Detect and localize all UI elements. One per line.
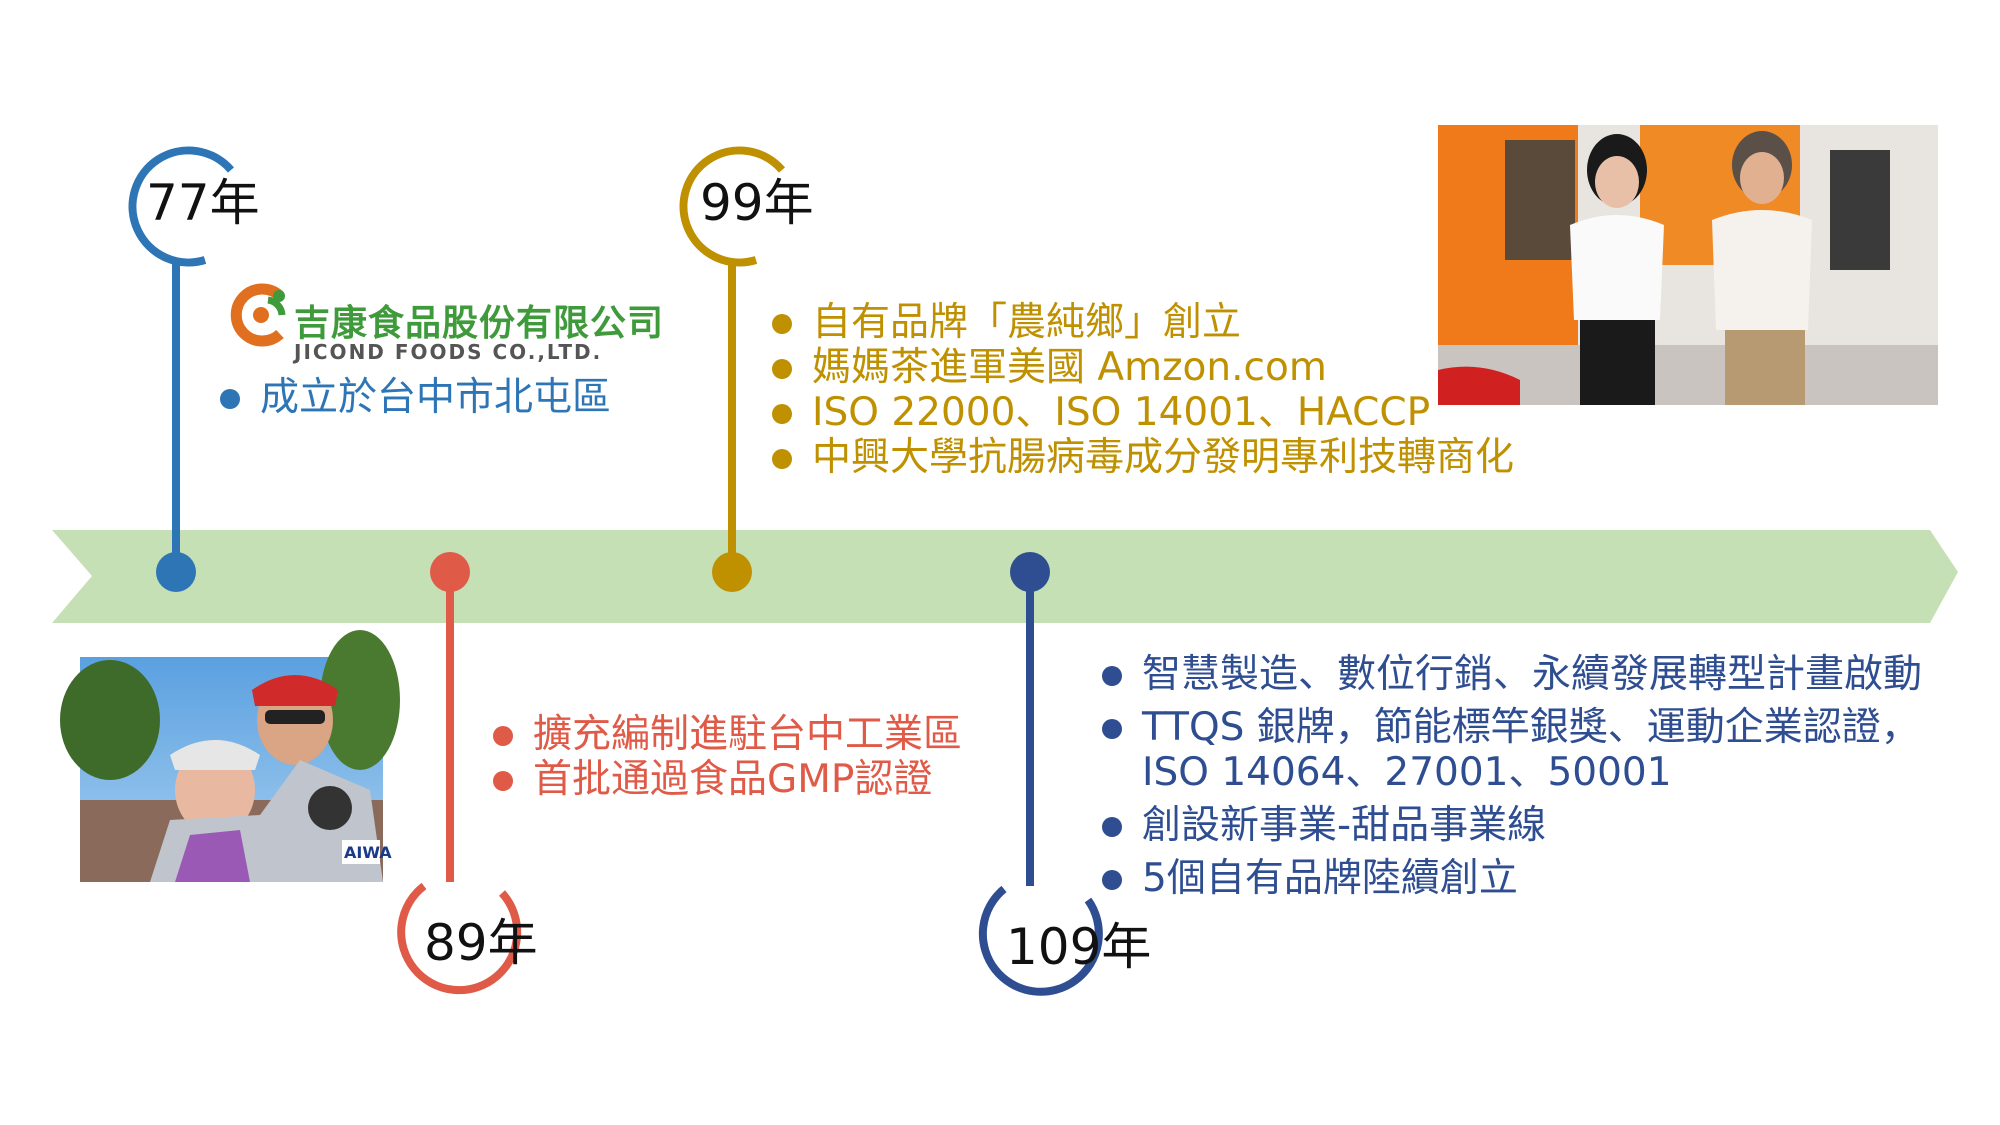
marathon-photo: AIWA — [60, 630, 400, 882]
list-item: 創設新事業-甜品事業線 — [1102, 803, 1922, 848]
list-item: 擴充編制進駐台中工業區 — [493, 712, 962, 757]
year-77-ring — [128, 146, 235, 267]
jicond-logo-icon — [230, 283, 286, 347]
year-89-list: 擴充編制進駐台中工業區 首批通過食品GMP認證 — [493, 712, 962, 802]
list-item: 5個自有品牌陸續創立 — [1102, 856, 1922, 901]
office-photo — [1438, 125, 1938, 405]
year-109-dot — [1010, 552, 1050, 592]
timeline-band — [52, 530, 1958, 623]
logo-name-en: JICOND FOODS CO.,LTD. — [294, 340, 603, 364]
company-logo: 吉康食品股份有限公司 JICOND FOODS CO.,LTD. — [222, 290, 663, 370]
year-77-dot — [156, 552, 196, 592]
list-item: 首批通過食品GMP認證 — [493, 757, 962, 802]
year-89-ring — [397, 882, 522, 995]
year-77-list: 成立於台中市北屯區 — [220, 375, 611, 420]
year-99-dot — [712, 552, 752, 592]
list-item: TTQS 銀牌，節能標竿銀獎、運動企業認證， — [1102, 705, 1922, 750]
list-item: 媽媽茶進軍美國 Amzon.com — [772, 345, 1514, 390]
year-99-ring — [679, 146, 786, 267]
list-item: ISO 22000、ISO 14001、HACCP — [772, 390, 1514, 435]
list-item: 自有品牌「農純鄉」創立 — [772, 300, 1514, 345]
list-item: 成立於台中市北屯區 — [220, 375, 611, 420]
list-item: 中興大學抗腸病毒成分發明專利技轉商化 — [772, 435, 1514, 480]
year-109-ring — [978, 885, 1103, 996]
logo-name-cn: 吉康食品股份有限公司 — [294, 303, 665, 344]
year-99-list: 自有品牌「農純鄉」創立 媽媽茶進軍美國 Amzon.com ISO 22000、… — [772, 300, 1514, 480]
year-89-label: 89年 — [424, 914, 538, 972]
year-109-label: 109年 — [1006, 918, 1152, 976]
year-109-list: 智慧製造、數位行銷、永續發展轉型計畫啟動 TTQS 銀牌，節能標竿銀獎、運動企業… — [1102, 644, 1922, 901]
list-item: 智慧製造、數位行銷、永續發展轉型計畫啟動 — [1102, 652, 1922, 697]
list-item-continuation: ISO 14064、27001、50001 — [1142, 750, 1672, 795]
year-89-dot — [430, 552, 470, 592]
year-77-label: 77年 — [146, 174, 260, 232]
svg-text:AIWA: AIWA — [344, 843, 392, 862]
year-99-label: 99年 — [700, 174, 814, 232]
